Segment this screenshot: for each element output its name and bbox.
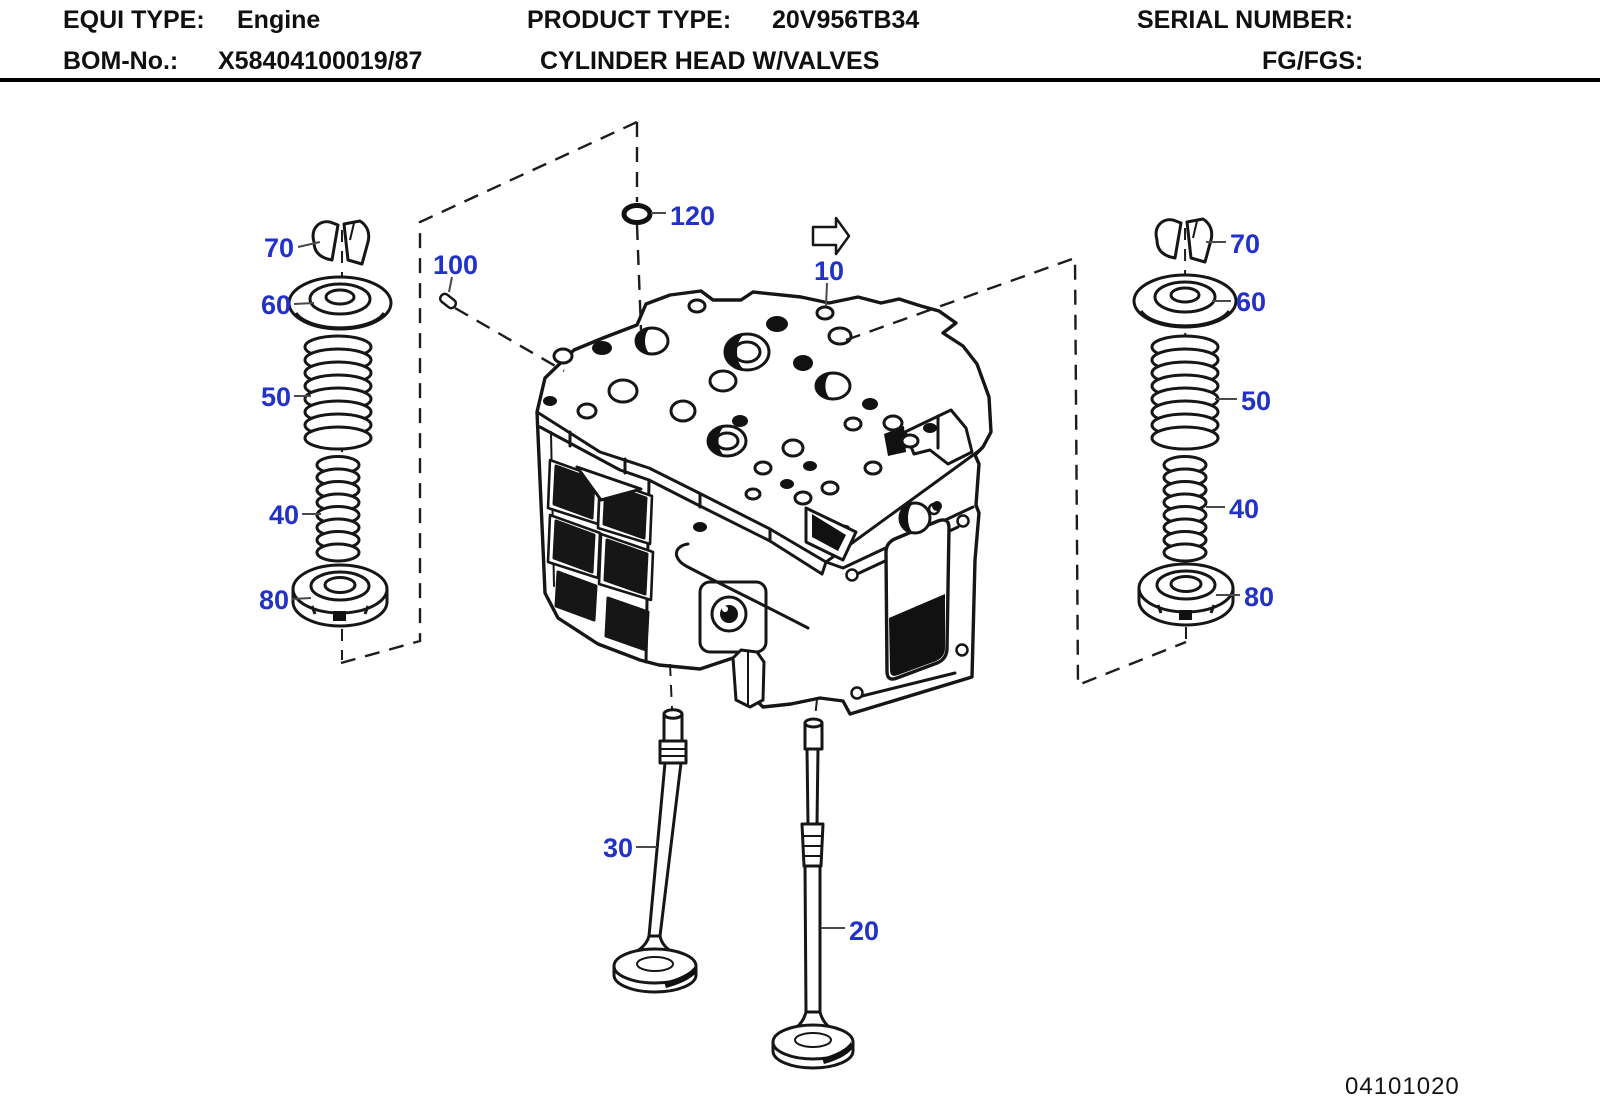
callout-80-left[interactable]: 80 [259,585,289,615]
valve-keeper-left [311,219,371,266]
outer-valve-spring-right [1150,334,1220,451]
outer-valve-spring-left [303,334,373,451]
callout-10[interactable]: 10 [814,256,844,286]
valve-right-20 [771,717,855,1070]
callout-120[interactable]: 120 [670,201,715,231]
callout-30[interactable]: 30 [603,833,633,863]
leader-lines [291,212,1240,929]
equi-type-label: EQUI TYPE: [63,6,205,34]
header-divider [0,78,1600,82]
product-type-value: 20V956TB34 [772,6,920,34]
o-ring-seal [621,203,653,225]
callout-40-right[interactable]: 40 [1229,494,1259,524]
callout-20[interactable]: 20 [849,916,879,946]
valve-keeper-right [1154,217,1214,264]
callout-70-right[interactable]: 70 [1230,229,1260,259]
spring-seat-left [291,563,389,628]
callout-60-right[interactable]: 60 [1236,287,1266,317]
intake-ports [546,458,655,652]
serial-number-label: SERIAL NUMBER: [1137,6,1354,34]
deck-holes [543,298,937,532]
fg-fgs-label: FG/FGS: [1262,47,1364,75]
callout-70-left[interactable]: 70 [264,233,294,263]
inner-valve-spring-left [315,455,361,563]
callout-50-right[interactable]: 50 [1241,386,1271,416]
direction-arrow-icon [811,216,851,256]
callout-40-left[interactable]: 40 [269,500,299,530]
callout-labels: 70 60 50 40 80 70 60 50 40 80 120 100 10… [259,201,1274,946]
valve-left-30 [612,708,698,994]
equi-type-value: Engine [237,6,321,34]
dowel-pin [438,292,458,310]
drawing-number: 04101020 [1345,1073,1460,1100]
callout-60-left[interactable]: 60 [261,290,291,320]
bom-label: BOM-No.: [63,47,179,75]
inner-valve-spring-right [1162,455,1208,563]
callout-50-left[interactable]: 50 [261,382,291,412]
product-type-label: PRODUCT TYPE: [527,6,732,34]
product-subtitle: CYLINDER HEAD W/VALVES [540,47,880,75]
bom-value: X58404100019/87 [218,47,423,75]
cylinder-head-drawing [535,289,993,716]
callout-100[interactable]: 100 [433,250,478,280]
callout-80-right[interactable]: 80 [1244,582,1274,612]
